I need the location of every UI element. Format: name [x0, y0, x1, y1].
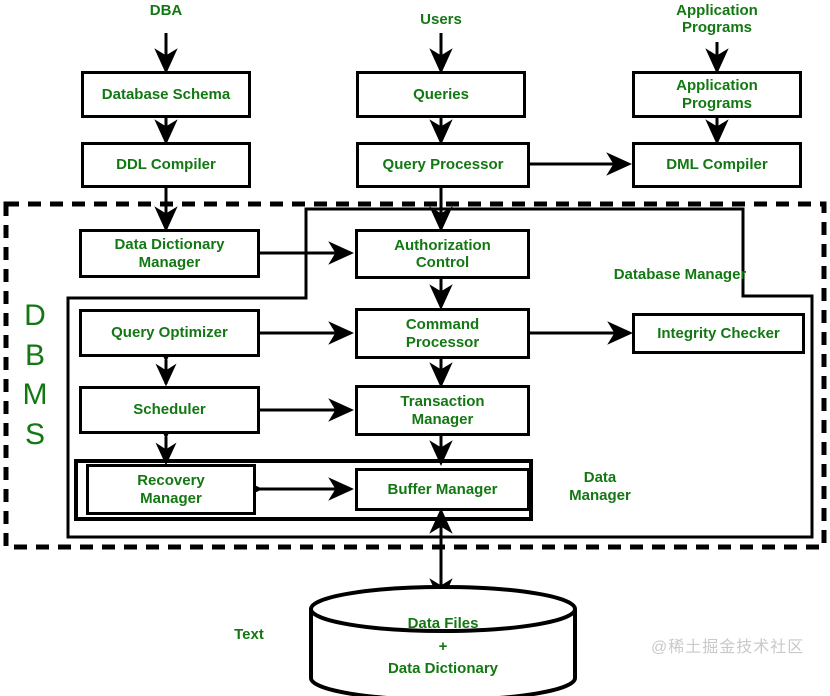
label-users: Users	[420, 11, 462, 28]
label-text: Text	[234, 626, 264, 643]
node-integrity-checker[interactable]: Integrity Checker	[632, 313, 805, 354]
node-recovery-manager[interactable]: Recovery Manager	[86, 464, 256, 515]
node-dml-compiler[interactable]: DML Compiler	[632, 142, 802, 188]
dbms-letter-d: D	[24, 299, 46, 332]
node-ddl-compiler[interactable]: DDL Compiler	[81, 142, 251, 188]
site-watermark: @稀土掘金技术社区	[651, 639, 805, 656]
data-manager-container	[74, 459, 533, 521]
node-query-optimizer[interactable]: Query Optimizer	[79, 309, 260, 357]
data-store-cylinder	[309, 585, 577, 696]
dbms-dashed-boundary	[3, 201, 827, 550]
label-data-manager: Data Manager	[569, 469, 631, 504]
node-buffer-manager[interactable]: Buffer Manager	[355, 468, 530, 511]
dbms-letter-s: S	[24, 417, 45, 451]
node-database-schema[interactable]: Database Schema	[81, 71, 251, 118]
node-command-processor[interactable]: Command Processor	[355, 308, 530, 359]
dbms-vertical-label: D B M S	[18, 296, 52, 454]
node-queries[interactable]: Queries	[356, 71, 526, 118]
label-database-manager: Database Manager	[613, 266, 747, 283]
node-data-dictionary-manager[interactable]: Data Dictionary Manager	[79, 229, 260, 278]
data-store-label: Data Files + Data Dictionary	[387, 615, 499, 677]
node-authorization-control[interactable]: Authorization Control	[355, 229, 530, 279]
database-manager-container	[66, 207, 814, 539]
node-application-programs[interactable]: Application Programs	[632, 71, 802, 118]
node-scheduler[interactable]: Scheduler	[79, 386, 260, 434]
label-dba: DBA	[149, 2, 183, 19]
node-transaction-manager[interactable]: Transaction Manager	[355, 385, 530, 436]
label-application-programs-source: Application Programs	[676, 2, 758, 37]
node-query-processor[interactable]: Query Processor	[356, 142, 530, 188]
dbms-letter-b: B	[24, 338, 45, 372]
dbms-letter-m: M	[22, 378, 48, 412]
